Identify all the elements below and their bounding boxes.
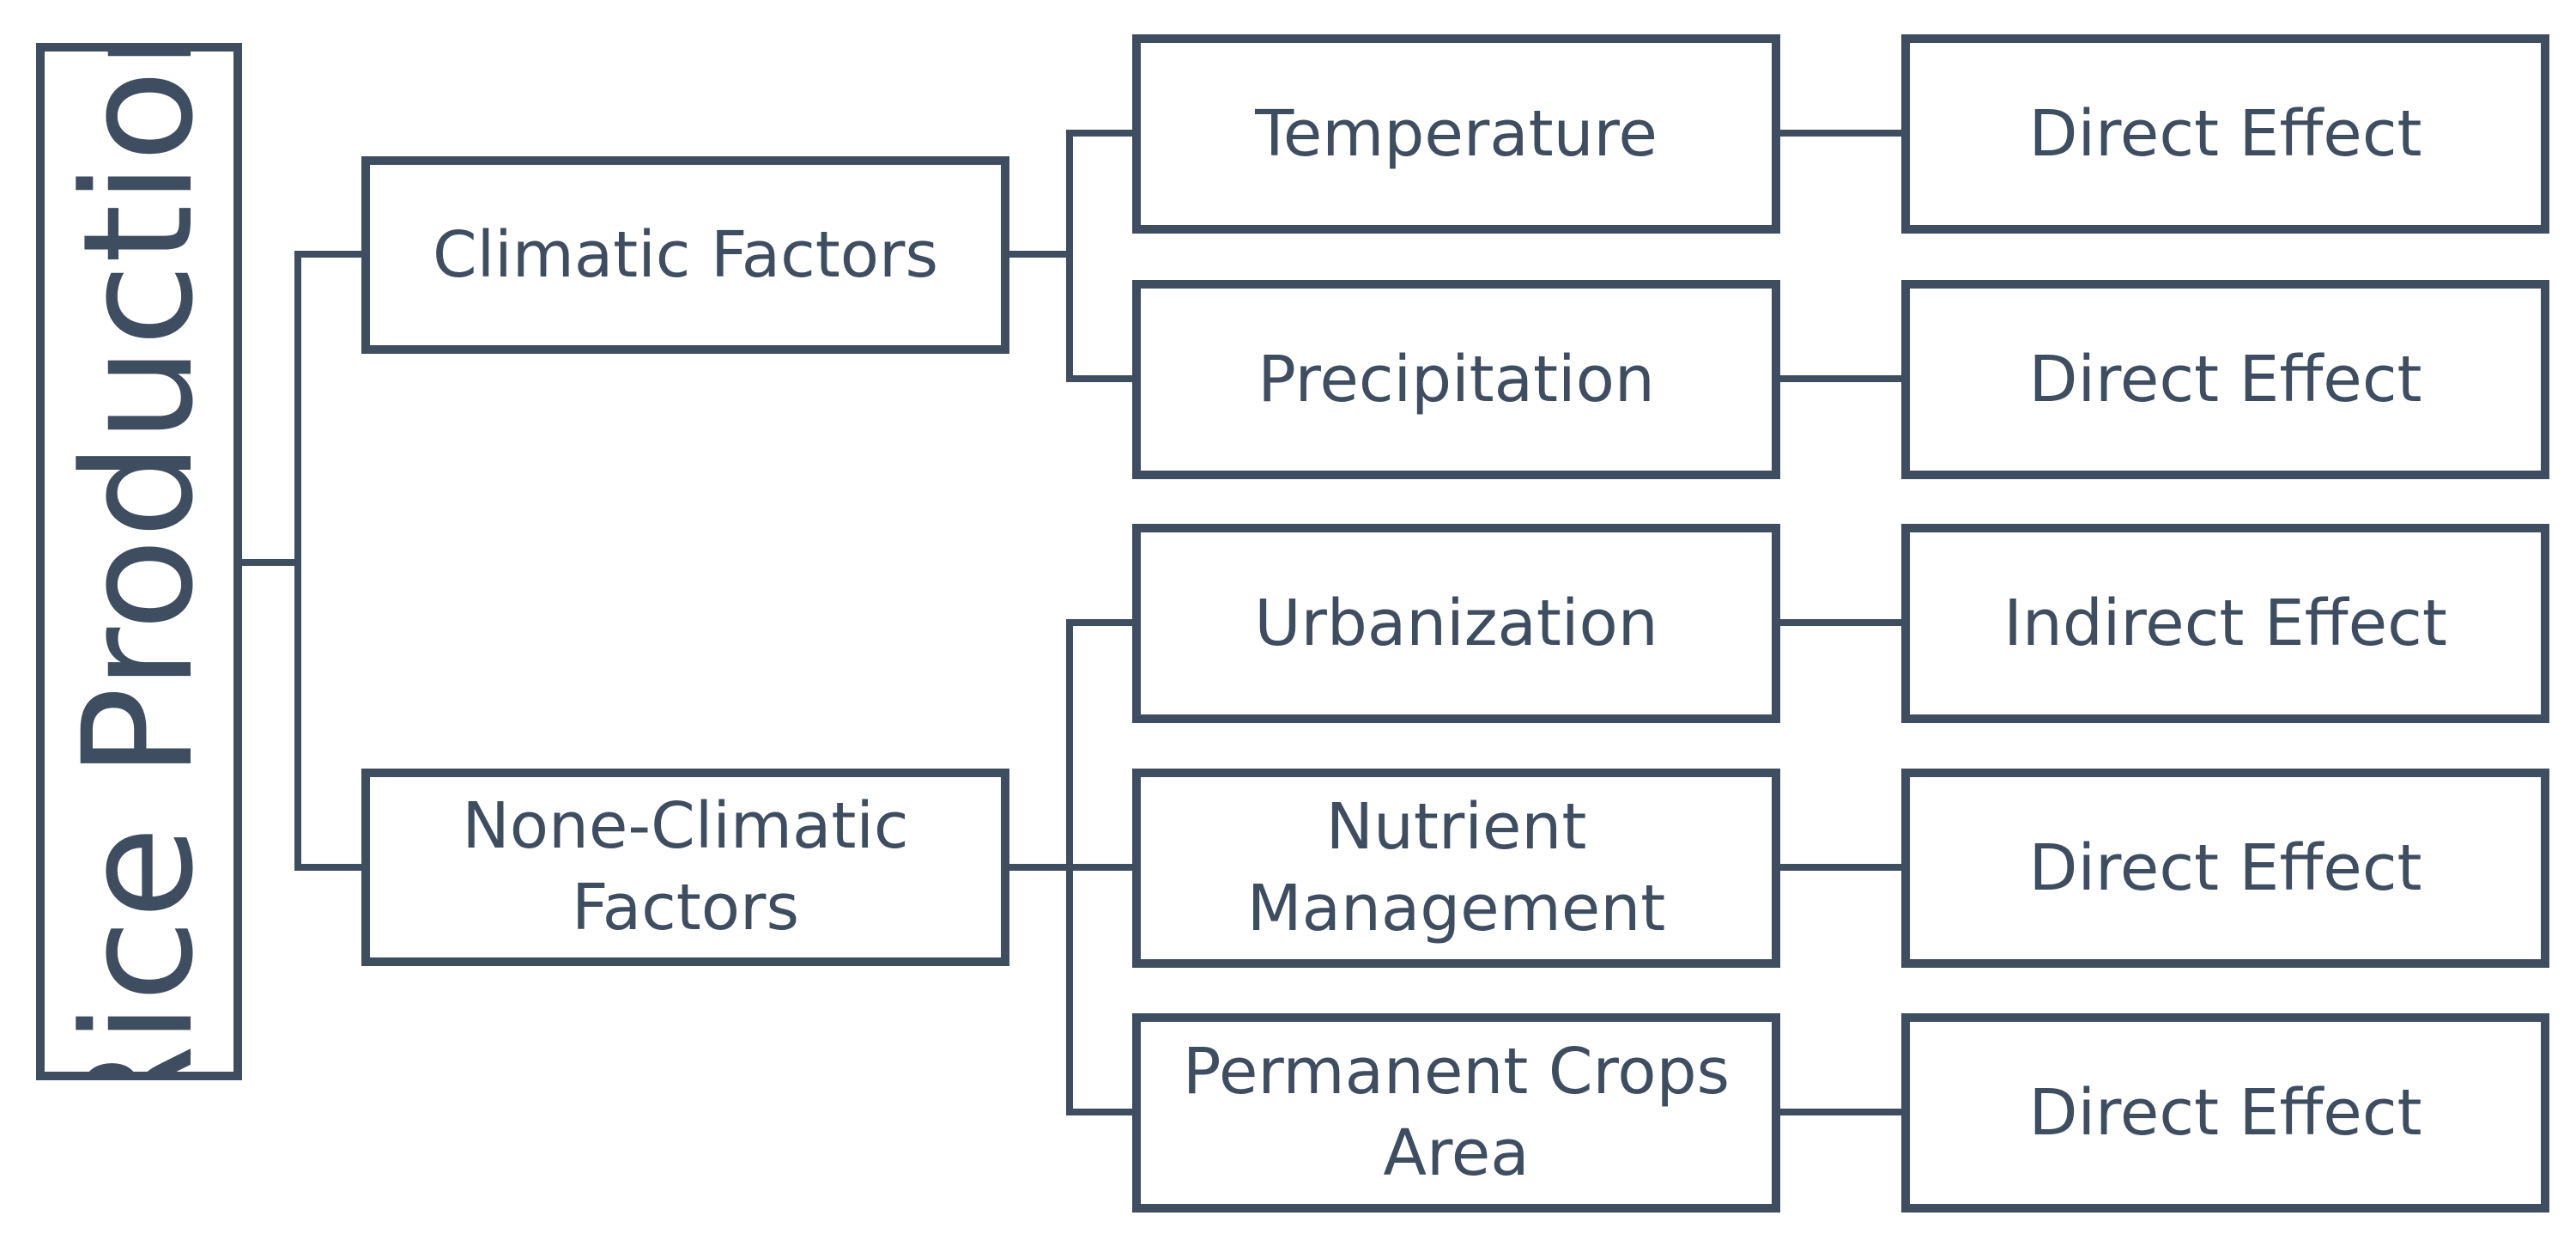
factor-precipitation: Precipitation: [1132, 280, 1780, 479]
category-climatic-factors: Climatic Factors: [361, 156, 1009, 354]
root-label: Rice Production: [51, 43, 227, 1080]
effect-urbanization: Indirect Effect: [1901, 524, 2549, 723]
root-node: Rice Production: [36, 43, 242, 1080]
factor-permanent-crops-area: Permanent Crops Area: [1132, 1013, 1780, 1213]
category-non-climatic-factors: None-Climatic Factors: [361, 769, 1009, 966]
factor-urbanization: Urbanization: [1132, 524, 1780, 723]
factor-nutrient-management: Nutrient Management: [1132, 769, 1780, 968]
effect-nutrient-management: Direct Effect: [1901, 769, 2549, 968]
effect-precipitation: Direct Effect: [1901, 280, 2549, 479]
effect-temperature: Direct Effect: [1901, 34, 2549, 234]
factor-temperature: Temperature: [1132, 34, 1780, 234]
effect-permanent-crops-area: Direct Effect: [1901, 1013, 2549, 1213]
